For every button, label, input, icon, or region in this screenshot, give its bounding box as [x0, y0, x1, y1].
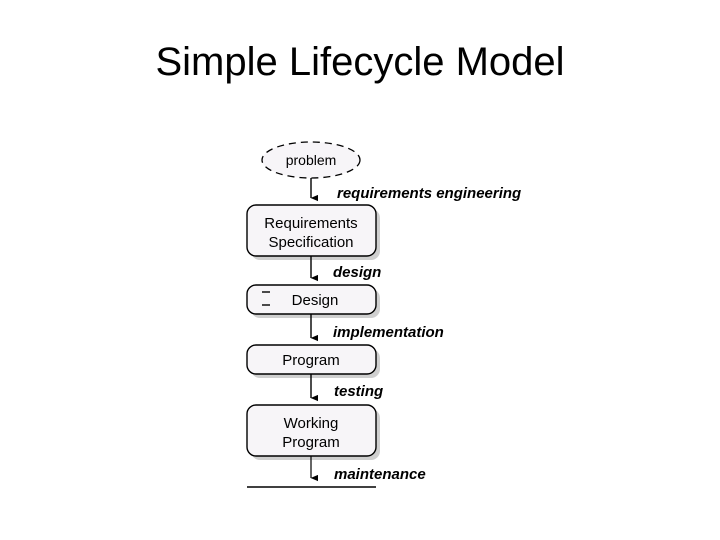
- node-problem-label: problem: [286, 152, 337, 168]
- node-working-program-label-line1: Working: [284, 415, 339, 432]
- node-design-label: Design: [292, 292, 339, 309]
- problem-ellipse-shape: [261, 141, 361, 179]
- node-design[interactable]: Design: [246, 284, 377, 315]
- edge-maintenance: maintenance: [310, 456, 426, 483]
- edge-requirements-engineering: requirements engineering: [310, 178, 521, 202]
- edge-testing-label: testing: [334, 383, 383, 400]
- node-problem[interactable]: problem: [261, 141, 361, 179]
- edge-design-label: design: [333, 264, 381, 281]
- node-requirements-specification-label-line1: Requirements: [264, 215, 357, 232]
- node-program-label: Program: [282, 352, 340, 369]
- node-program[interactable]: Program: [246, 344, 377, 375]
- edge-testing: testing: [310, 374, 383, 402]
- edge-requirements-engineering-label: requirements engineering: [337, 185, 521, 202]
- page-title: Simple Lifecycle Model: [155, 40, 565, 84]
- node-requirements-specification[interactable]: Requirements Specification: [246, 204, 377, 257]
- node-working-program[interactable]: Working Program: [246, 404, 377, 457]
- edge-design: design: [310, 256, 381, 282]
- node-requirements-specification-label-line2: Specification: [268, 234, 353, 251]
- edge-maintenance-label: maintenance: [334, 466, 426, 483]
- edge-implementation: implementation: [310, 314, 444, 342]
- node-working-program-label-line2: Program: [282, 434, 340, 451]
- edge-implementation-label: implementation: [333, 324, 444, 341]
